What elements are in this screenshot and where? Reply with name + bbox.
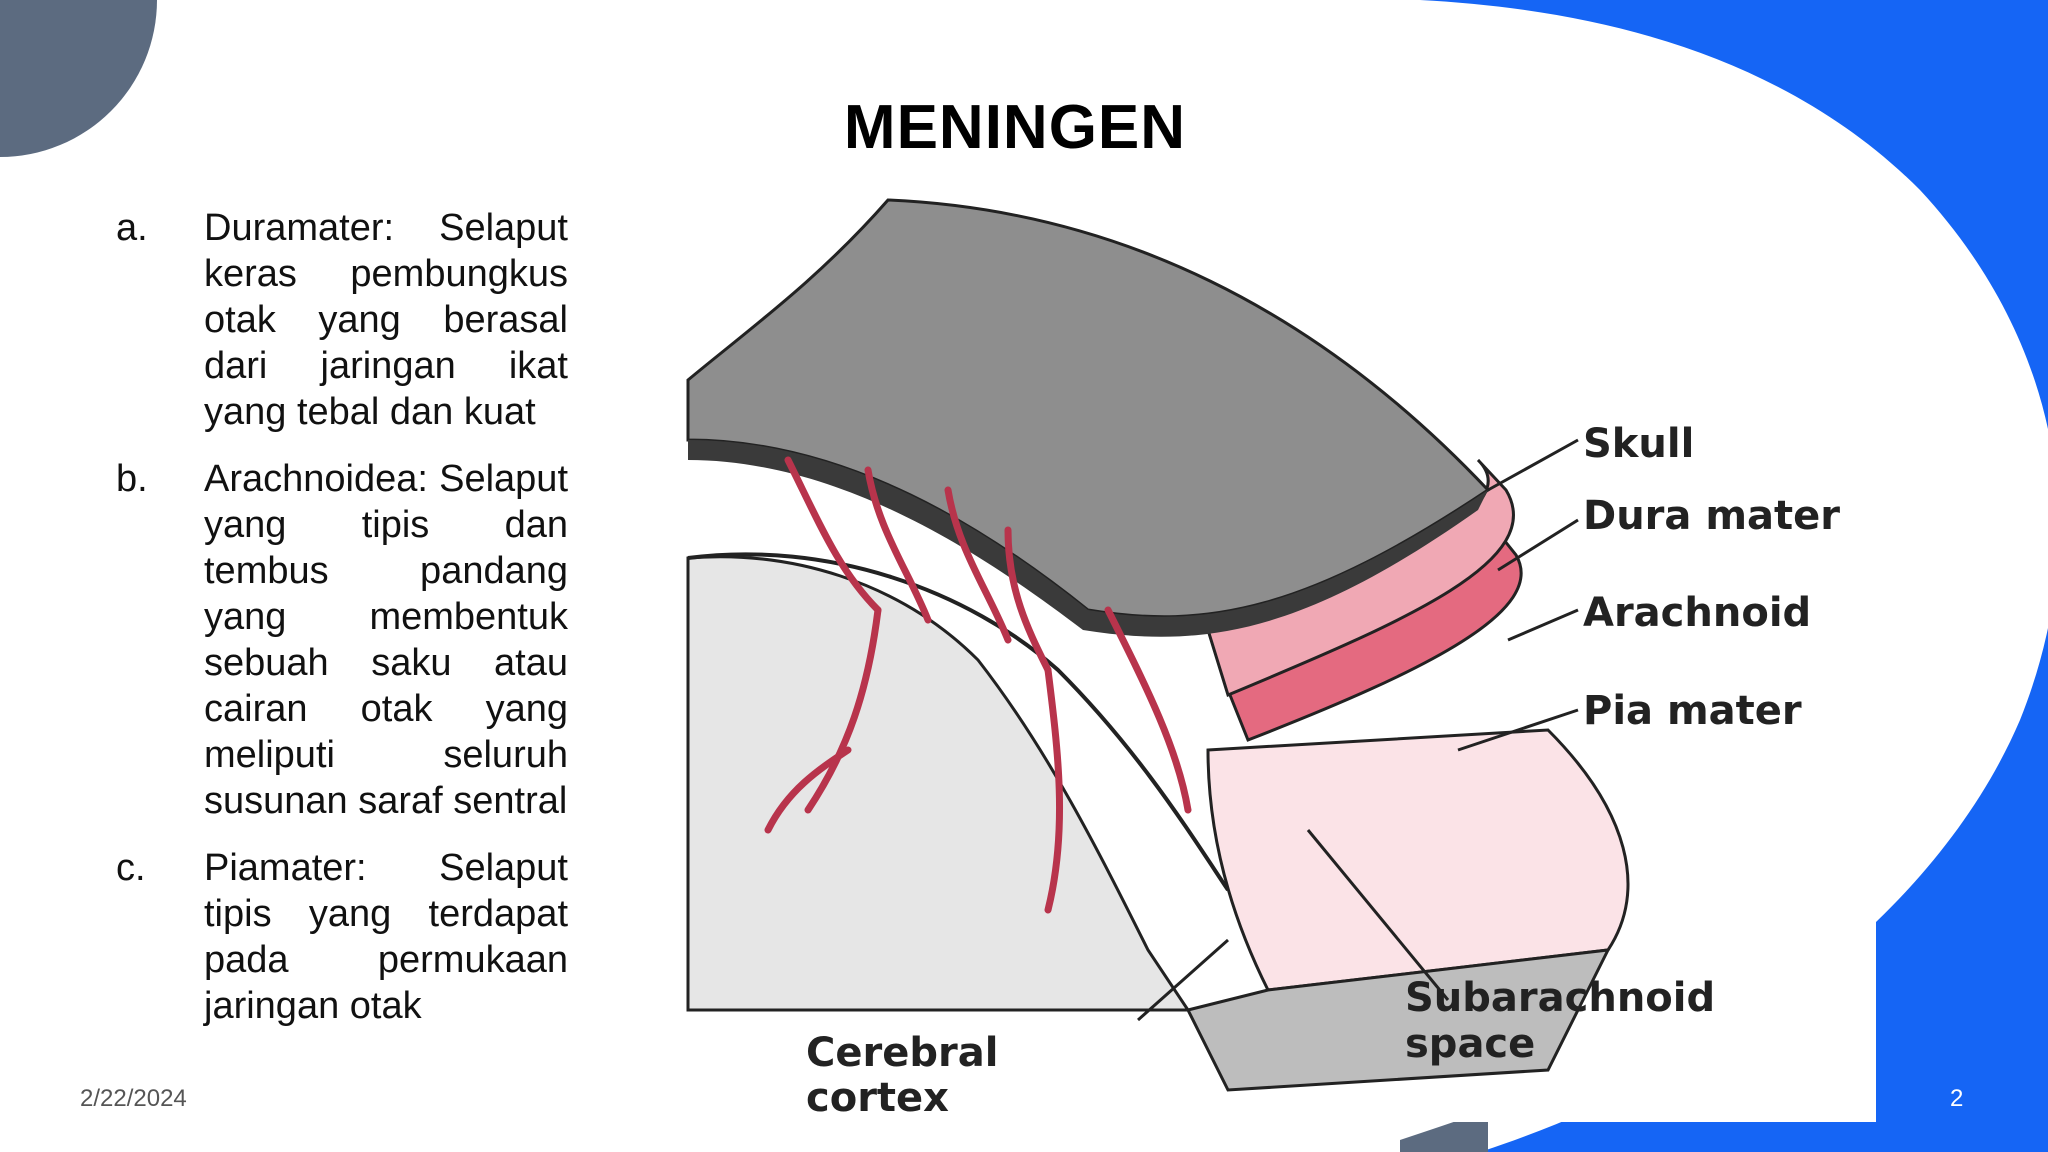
list-item-arachnoidea: b. Arachnoidea: Selaput yang tipis dan t… bbox=[116, 456, 568, 824]
label-arachnoid: Arachnoid bbox=[1583, 590, 1812, 636]
corner-circle-decoration bbox=[0, 0, 157, 157]
pia-mater-layer bbox=[1206, 728, 1630, 992]
list-item-text: Piamater: Selaput tipis yang terdapat pa… bbox=[204, 847, 568, 1027]
skull-layer bbox=[686, 198, 1491, 619]
meninges-illustration bbox=[686, 198, 1630, 1092]
label-space: space bbox=[1405, 1021, 1536, 1067]
meninges-definition-list: a. Duramater: Selaput keras pembungkus o… bbox=[116, 205, 568, 1050]
slide-title: MENINGEN bbox=[843, 93, 1187, 162]
list-marker: a. bbox=[116, 207, 148, 249]
blood-vessels bbox=[764, 456, 1192, 914]
cortex-lower-block bbox=[1185, 948, 1611, 1092]
list-marker: b. bbox=[116, 458, 148, 500]
list-item-duramater: a. Duramater: Selaput keras pembungkus o… bbox=[116, 205, 568, 435]
leader-lines bbox=[1137, 438, 1579, 1022]
list-item-text: Arachnoidea: Selaput yang tipis dan temb… bbox=[204, 458, 568, 822]
meninges-diagram bbox=[668, 190, 1876, 1122]
list-marker: c. bbox=[116, 847, 146, 889]
blue-wave-decoration bbox=[1420, 0, 2048, 1152]
label-subarachnoid: Subarachnoid bbox=[1405, 975, 1716, 1021]
label-pia-mater: Pia mater bbox=[1583, 688, 1802, 734]
list-item-piamater: c. Piamater: Selaput tipis yang terdapat… bbox=[116, 845, 568, 1029]
label-dura-mater: Dura mater bbox=[1583, 493, 1840, 539]
list-item-text: Duramater: Selaput keras pembungkus otak… bbox=[204, 207, 568, 433]
label-cerebral: Cerebral bbox=[806, 1030, 999, 1076]
cerebral-cortex-tissue bbox=[686, 555, 1191, 1012]
footer-date: 2/22/2024 bbox=[80, 1085, 187, 1112]
label-skull: Skull bbox=[1583, 421, 1695, 467]
skull-spongy-band bbox=[688, 440, 1488, 637]
page-number: 2 bbox=[1950, 1085, 1964, 1112]
label-cortex: cortex bbox=[806, 1075, 949, 1121]
